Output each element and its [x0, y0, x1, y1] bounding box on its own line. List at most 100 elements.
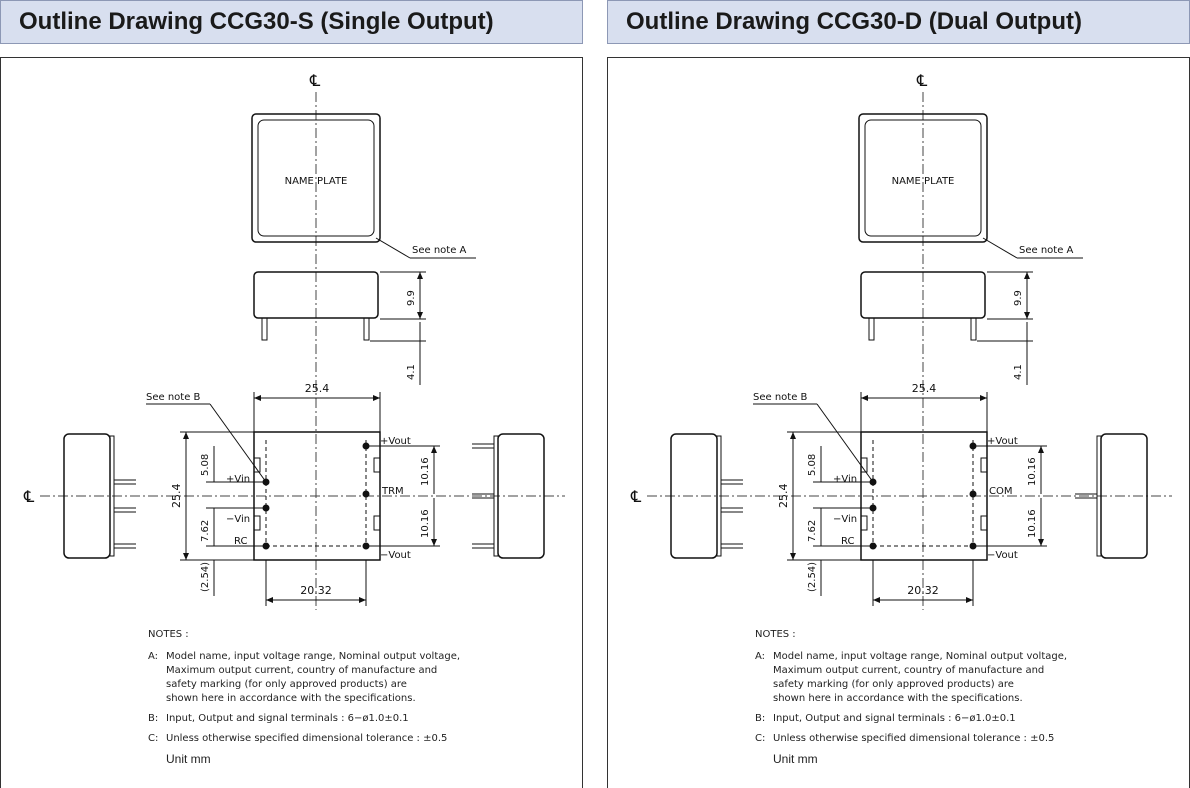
pin-vin-minus [262, 504, 270, 512]
note-text: Model name, input voltage range, Nominal… [773, 651, 1068, 704]
dim-pitch-top: 5.08 [200, 454, 211, 476]
note-a-ref: See note A [412, 245, 467, 256]
note-key: C: [755, 733, 766, 744]
dim-pitch-top: 5.08 [807, 454, 818, 476]
dim-pitch-mid: 7.62 [807, 520, 818, 542]
pin-label-vin-minus: −Vin [833, 514, 857, 525]
panel-title: Outline Drawing CCG30-S (Single Output) [19, 8, 494, 35]
pin-vin-plus [262, 478, 270, 486]
name-plate-label: NAME PLATE [892, 176, 955, 187]
side-pin-right [970, 317, 977, 341]
panel-header: Outline Drawing CCG30-D (Dual Output) [607, 0, 1190, 44]
note-key: A: [148, 651, 159, 662]
pin-label-mid-right: TRM [381, 486, 404, 497]
pin-vin-minus [869, 504, 877, 512]
center-line-symbol-left: ℄ [23, 487, 35, 506]
note-b-ref: See note B [753, 392, 808, 403]
top-view-outer [858, 113, 988, 243]
note-item: C: Unless otherwise specified dimensiona… [755, 732, 1175, 746]
pin-mid-right [969, 490, 977, 498]
panel-header: Outline Drawing CCG30-S (Single Output) [0, 0, 583, 44]
notes-block: NOTES : A: Model name, input voltage ran… [755, 628, 1175, 766]
center-line-symbol-left: ℄ [630, 487, 642, 506]
note-key: A: [755, 651, 766, 662]
pin-rc [869, 542, 877, 550]
dim-body-height: 9.9 [406, 290, 417, 306]
outline-drawing: ℄ ℄ NAME PLATE See note A See note B 9.9… [23, 71, 565, 610]
pin-vin-plus [869, 478, 877, 486]
dim-offset: (2.54) [200, 562, 211, 592]
dim-width: 25.4 [305, 382, 330, 395]
pin-label-vin-minus: −Vin [226, 514, 250, 525]
pin-label-rc: RC [841, 536, 854, 547]
note-key: B: [148, 713, 159, 724]
side-pin-right [363, 317, 370, 341]
dim-pitch-mid: 7.62 [200, 520, 211, 542]
center-line-symbol-top: ℄ [309, 71, 321, 90]
dim-height: 25.4 [170, 484, 183, 509]
unit-label: Unit mm [773, 752, 818, 766]
note-item: A: Model name, input voltage range, Nomi… [148, 650, 568, 706]
pin-label-vin-plus: +Vin [833, 474, 857, 485]
bottom-view-body [860, 431, 988, 561]
dim-offset: (2.54) [807, 562, 818, 592]
note-text: Model name, input voltage range, Nominal… [166, 651, 461, 704]
dim-pin-length: 4.1 [406, 364, 417, 380]
pin-label-vin-plus: +Vin [226, 474, 250, 485]
bottom-view-body [253, 431, 381, 561]
dim-pin-length: 4.1 [1013, 364, 1024, 380]
note-item: B: Input, Output and signal terminals : … [148, 712, 568, 726]
note-item: B: Input, Output and signal terminals : … [755, 712, 1175, 726]
pin-label-vout-minus: −Vout [987, 550, 1018, 561]
side-view-body [253, 271, 379, 319]
outline-drawing: ℄ ℄ NAME PLATE See note A See note B 9.9… [630, 71, 1172, 610]
dim-right-lower: 10.16 [1027, 509, 1038, 538]
drawing-frame [0, 57, 583, 788]
notes-title: NOTES : [755, 629, 796, 640]
pin-label-mid-right: COM [989, 486, 1012, 497]
panel-dual-output: Outline Drawing CCG30-D (Dual Output) [607, 0, 1190, 788]
note-text: Input, Output and signal terminals : 6−ø… [773, 713, 1016, 724]
leader-note-a [982, 237, 1018, 259]
side-pin-left [261, 317, 268, 341]
note-b-ref: See note B [146, 392, 201, 403]
side-pin-left [868, 317, 875, 341]
dim-body-height: 9.9 [1013, 290, 1024, 306]
dim-right-upper: 10.16 [1027, 457, 1038, 486]
note-text: Unless otherwise specified dimensional t… [773, 733, 1055, 744]
top-view-inner [257, 119, 375, 237]
dim-right-lower: 10.16 [420, 509, 431, 538]
pin-vout-minus [969, 542, 977, 550]
note-text: Unless otherwise specified dimensional t… [166, 733, 448, 744]
pin-label-vout-minus: −Vout [380, 550, 411, 561]
panel-title: Outline Drawing CCG30-D (Dual Output) [626, 8, 1082, 35]
side-view-body [860, 271, 986, 319]
dim-pin-span: 20.32 [907, 584, 939, 597]
note-item: A: Model name, input voltage range, Nomi… [755, 650, 1175, 706]
unit-label: Unit mm [166, 752, 211, 766]
note-item: C: Unless otherwise specified dimensiona… [148, 732, 568, 746]
pin-vout-minus [362, 542, 370, 550]
note-text: Input, Output and signal terminals : 6−ø… [166, 713, 409, 724]
pin-mid-right [362, 490, 370, 498]
dim-right-upper: 10.16 [420, 457, 431, 486]
center-line-symbol-top: ℄ [916, 71, 928, 90]
dim-pin-span: 20.32 [300, 584, 332, 597]
pin-label-vout-plus: +Vout [987, 436, 1018, 447]
pin-vout-plus [362, 442, 370, 450]
top-view-outer [251, 113, 381, 243]
name-plate-label: NAME PLATE [285, 176, 348, 187]
note-a-ref: See note A [1019, 245, 1074, 256]
notes-title: NOTES : [148, 629, 189, 640]
pin-label-rc: RC [234, 536, 247, 547]
note-key: B: [755, 713, 766, 724]
notes-block: NOTES : A: Model name, input voltage ran… [148, 628, 568, 766]
note-key: C: [148, 733, 159, 744]
dim-width: 25.4 [912, 382, 937, 395]
top-view-inner [864, 119, 982, 237]
leader-note-a [375, 237, 411, 259]
panel-single-output: Outline Drawing CCG30-S (Single Output) [0, 0, 583, 788]
pin-rc [262, 542, 270, 550]
pin-label-vout-plus: +Vout [380, 436, 411, 447]
dim-height: 25.4 [777, 484, 790, 509]
